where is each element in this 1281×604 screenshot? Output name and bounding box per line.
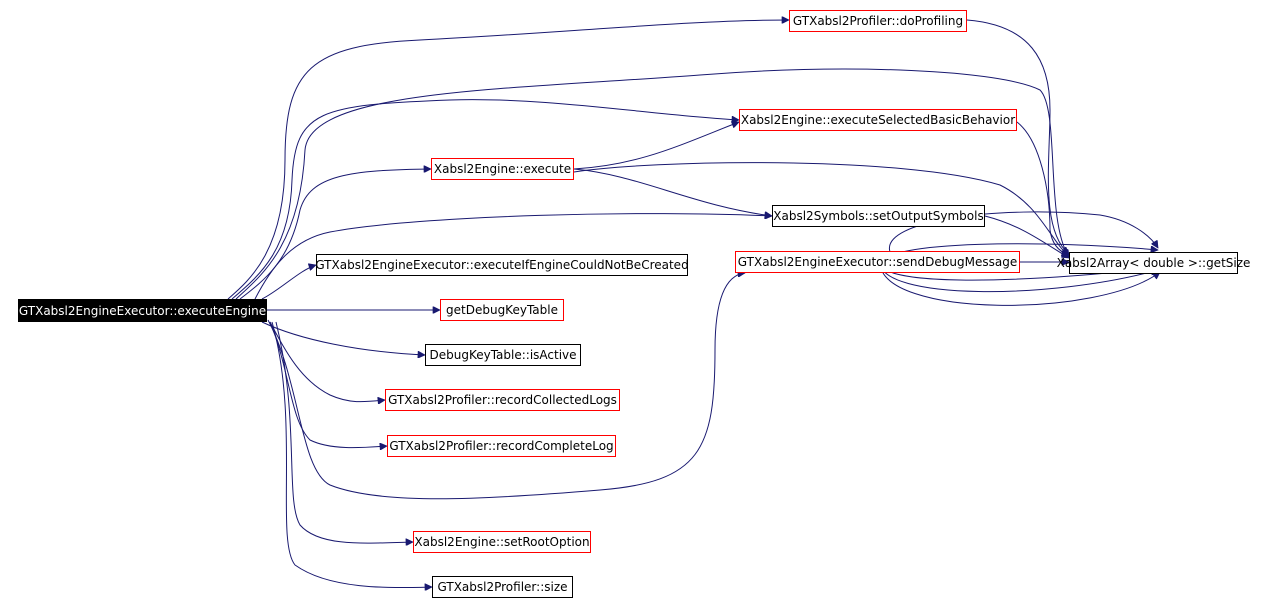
node-execute[interactable]: Xabsl2Engine::execute <box>431 158 574 180</box>
edge-root-to-isActive-8 <box>261 321 425 355</box>
edge-root-to-setRootOption-11 <box>275 321 413 543</box>
edge-root-to-setOutputSymbols-3 <box>254 214 772 300</box>
edge-root-to-recordComplete-10 <box>269 321 387 448</box>
edge-root-to-execSelBasic-1 <box>231 99 739 300</box>
edge-execute-to-getSize-15 <box>573 162 1069 256</box>
edge-root-to-doProfiling-0 <box>227 20 789 300</box>
edge-sendDebug-to-getSize-23 <box>879 261 1158 293</box>
edge-setOutputSymbols-to-getSize-18 <box>984 215 1069 259</box>
node-execute-selected-basic-behavior[interactable]: Xabsl2Engine::executeSelectedBasicBehavi… <box>739 109 1017 131</box>
node-is-active[interactable]: DebugKeyTable::isActive <box>425 344 581 366</box>
call-edges <box>227 19 1160 588</box>
edge-root-to-execute-2 <box>239 169 431 300</box>
node-set-root-option[interactable]: Xabsl2Engine::setRootOption <box>413 531 591 553</box>
node-record-complete-log[interactable]: GTXabsl2Profiler::recordCompleteLog <box>387 435 616 457</box>
edge-doProfiling-to-getSize-16 <box>966 19 1069 254</box>
node-execute-if-engine-could-not-be-created[interactable]: GTXabsl2EngineExecutor::executeIfEngineC… <box>315 254 689 276</box>
node-get-size[interactable]: Xabsl2Array< double >::getSize <box>1057 252 1250 274</box>
edge-root-to-getSize-6 <box>235 68 1069 300</box>
edge-root-to-recordCollected-9 <box>269 321 385 402</box>
node-get-debug-key-table[interactable]: getDebugKeyTable <box>440 299 564 321</box>
edge-sendDebug-to-getSize-24 <box>879 261 1160 306</box>
edge-execute-to-execSelBasic-13 <box>573 122 739 170</box>
edge-root-to-size-12 <box>271 321 432 588</box>
edge-root-to-execIfEngine-4 <box>261 265 316 300</box>
node-size[interactable]: GTXabsl2Profiler::size <box>432 576 573 598</box>
edge-execSelBasic-to-getSize-17 <box>1016 121 1069 255</box>
node-root[interactable]: GTXabsl2EngineExecutor::executeEngine <box>18 299 267 322</box>
edge-root-to-sendDebug-5 <box>267 273 745 500</box>
edge-setOutputSymbols-to-getSize-19 <box>889 211 1159 253</box>
node-set-output-symbols[interactable]: Xabsl2Symbols::setOutputSymbols <box>772 205 985 227</box>
node-do-profiling[interactable]: GTXabsl2Profiler::doProfiling <box>789 10 967 32</box>
node-send-debug-message[interactable]: GTXabsl2EngineExecutor::sendDebugMessage <box>735 251 1020 273</box>
node-record-collected-logs[interactable]: GTXabsl2Profiler::recordCollectedLogs <box>385 389 620 411</box>
edge-execute-to-setOutputSymbols-14 <box>573 168 772 216</box>
